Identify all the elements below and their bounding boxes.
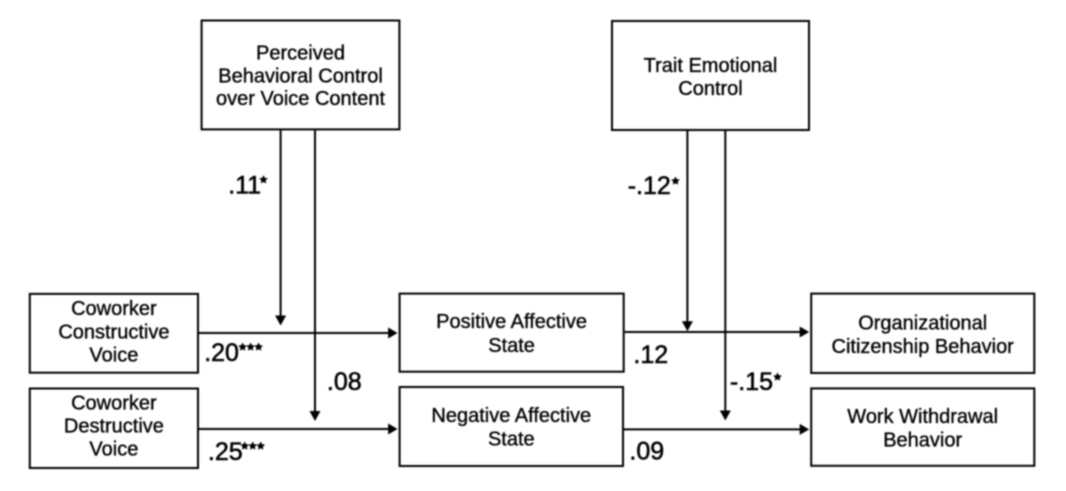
svg-text:-.15: -.15 bbox=[730, 368, 773, 396]
svg-text:Negative Affective: Negative Affective bbox=[431, 405, 591, 427]
svg-text:over Voice Content: over Voice Content bbox=[216, 88, 385, 110]
svg-text:Behavior: Behavior bbox=[883, 429, 962, 451]
svg-text:Control: Control bbox=[678, 78, 742, 100]
svg-text:State: State bbox=[488, 428, 535, 450]
svg-text:Coworker: Coworker bbox=[71, 392, 157, 414]
svg-text:Organizational: Organizational bbox=[858, 312, 987, 334]
svg-text:Work Withdrawal: Work Withdrawal bbox=[847, 406, 998, 428]
svg-text:Behavioral Control: Behavioral Control bbox=[218, 65, 383, 87]
svg-text:Citizenship Behavior: Citizenship Behavior bbox=[832, 336, 1015, 358]
svg-text:.20: .20 bbox=[204, 339, 239, 367]
svg-text:Coworker: Coworker bbox=[71, 298, 157, 320]
svg-text:.25: .25 bbox=[208, 438, 243, 466]
svg-text:-.12: -.12 bbox=[628, 172, 671, 200]
svg-text:.08: .08 bbox=[327, 368, 362, 396]
svg-text:Voice: Voice bbox=[89, 345, 138, 367]
svg-text:.12: .12 bbox=[633, 341, 668, 369]
svg-text:Voice: Voice bbox=[89, 439, 138, 461]
svg-text:.11: .11 bbox=[228, 171, 261, 199]
svg-text:Perceived: Perceived bbox=[256, 43, 345, 65]
svg-text:Destructive: Destructive bbox=[64, 415, 164, 437]
svg-text:Positive Affective: Positive Affective bbox=[436, 311, 587, 333]
svg-text:State: State bbox=[488, 335, 535, 357]
svg-text:Trait Emotional: Trait Emotional bbox=[644, 55, 778, 77]
svg-text:.09: .09 bbox=[629, 438, 664, 466]
svg-text:Constructive: Constructive bbox=[58, 322, 169, 344]
